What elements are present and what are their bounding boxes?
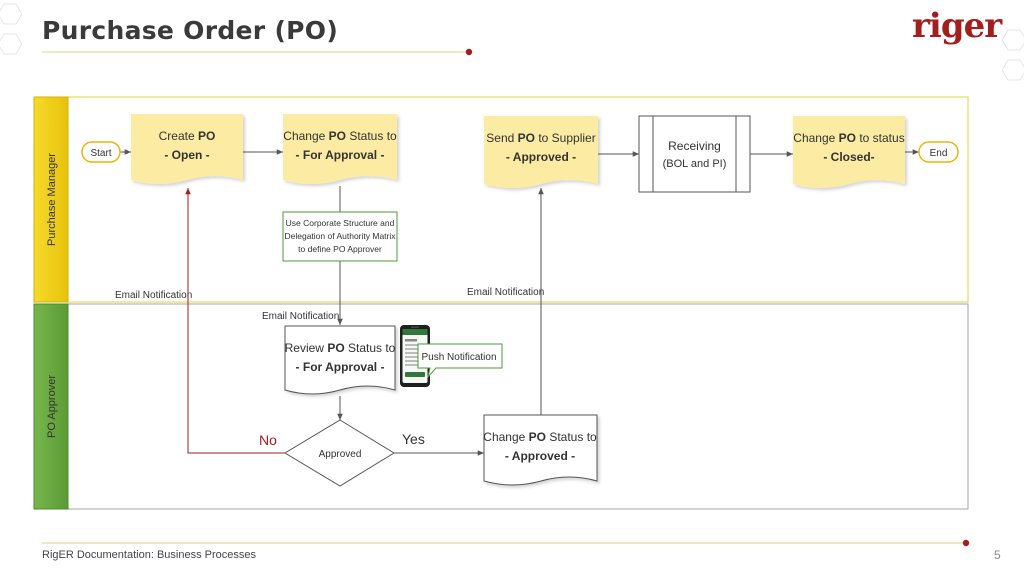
send-po-to-supplier-node: Send PO to Supplier - Approved - xyxy=(484,116,598,188)
svg-text:Receiving: Receiving xyxy=(668,139,721,153)
svg-text:Approved: Approved xyxy=(319,449,362,460)
svg-text:Create PO: Create PO xyxy=(159,129,216,143)
page-number: 5 xyxy=(994,548,1001,562)
svg-text:Change PO Status to: Change PO Status to xyxy=(283,129,397,143)
footer-rule xyxy=(42,539,970,547)
svg-text:Start: Start xyxy=(90,148,111,159)
svg-text:End: End xyxy=(930,148,948,159)
svg-text:Change PO to status: Change PO to status xyxy=(793,131,904,145)
email-notification-label-left: Email Notification xyxy=(115,290,192,301)
svg-text:- Approved -: - Approved - xyxy=(506,150,576,164)
change-po-approved-node: Change PO Status to - Approved - xyxy=(483,414,598,486)
lane-label-approver: PO Approver xyxy=(46,375,58,438)
approved-decision-node: Approved xyxy=(284,419,395,487)
svg-text:- Closed-: - Closed- xyxy=(823,150,874,164)
lane-label-manager: Purchase Manager xyxy=(46,153,58,246)
change-po-for-approval-node: Change PO Status to - For Approval - xyxy=(283,114,397,184)
svg-text:- For Approval -: - For Approval - xyxy=(296,360,385,374)
end-terminal: End xyxy=(918,141,959,163)
svg-text:to define PO Approver: to define PO Approver xyxy=(298,244,382,254)
yes-label: Yes xyxy=(402,431,425,447)
svg-text:(BOL and PI): (BOL and PI) xyxy=(663,158,727,170)
svg-text:Use Corporate Structure and: Use Corporate Structure and xyxy=(286,218,395,228)
svg-text:Change PO Status to: Change PO Status to xyxy=(483,430,597,444)
email-notification-label-right: Email Notification xyxy=(467,287,544,298)
svg-text:- For Approval -: - For Approval - xyxy=(296,148,385,162)
review-po-node: Review PO Status to - For Approval - xyxy=(284,325,396,395)
svg-text:Review PO Status to: Review PO Status to xyxy=(285,341,396,355)
page-title: Purchase Order (PO) xyxy=(42,16,339,45)
connectors xyxy=(120,149,919,456)
push-notification-callout: Push Notification xyxy=(417,343,503,379)
edge-no xyxy=(185,188,285,454)
title-underline xyxy=(42,48,473,56)
approver-rule-note: Use Corporate Structure and Delegation o… xyxy=(282,211,398,262)
create-po-open-node: Create PO - Open - xyxy=(131,114,243,184)
riger-logo: riger xyxy=(912,6,1002,46)
footer-doc-label: RigER Documentation: Business Processes xyxy=(42,549,256,561)
svg-text:Send PO to Supplier: Send PO to Supplier xyxy=(486,131,595,145)
svg-text:- Open -: - Open - xyxy=(164,148,209,162)
email-notification-label-middle: Email Notification xyxy=(262,311,339,322)
start-terminal: Start xyxy=(81,141,121,163)
no-label: No xyxy=(259,432,277,448)
change-po-closed-node: Change PO to status - Closed- xyxy=(793,116,905,188)
receiving-process-node: Receiving (BOL and PI) xyxy=(638,115,751,193)
svg-text:Push Notification: Push Notification xyxy=(421,352,496,363)
svg-text:- Approved -: - Approved - xyxy=(505,449,575,463)
hexagon-decoration xyxy=(0,3,1024,81)
svg-text:Delegation of Authority Matrix: Delegation of Authority Matrix xyxy=(284,231,396,241)
mobile-phone-icon xyxy=(400,325,430,387)
